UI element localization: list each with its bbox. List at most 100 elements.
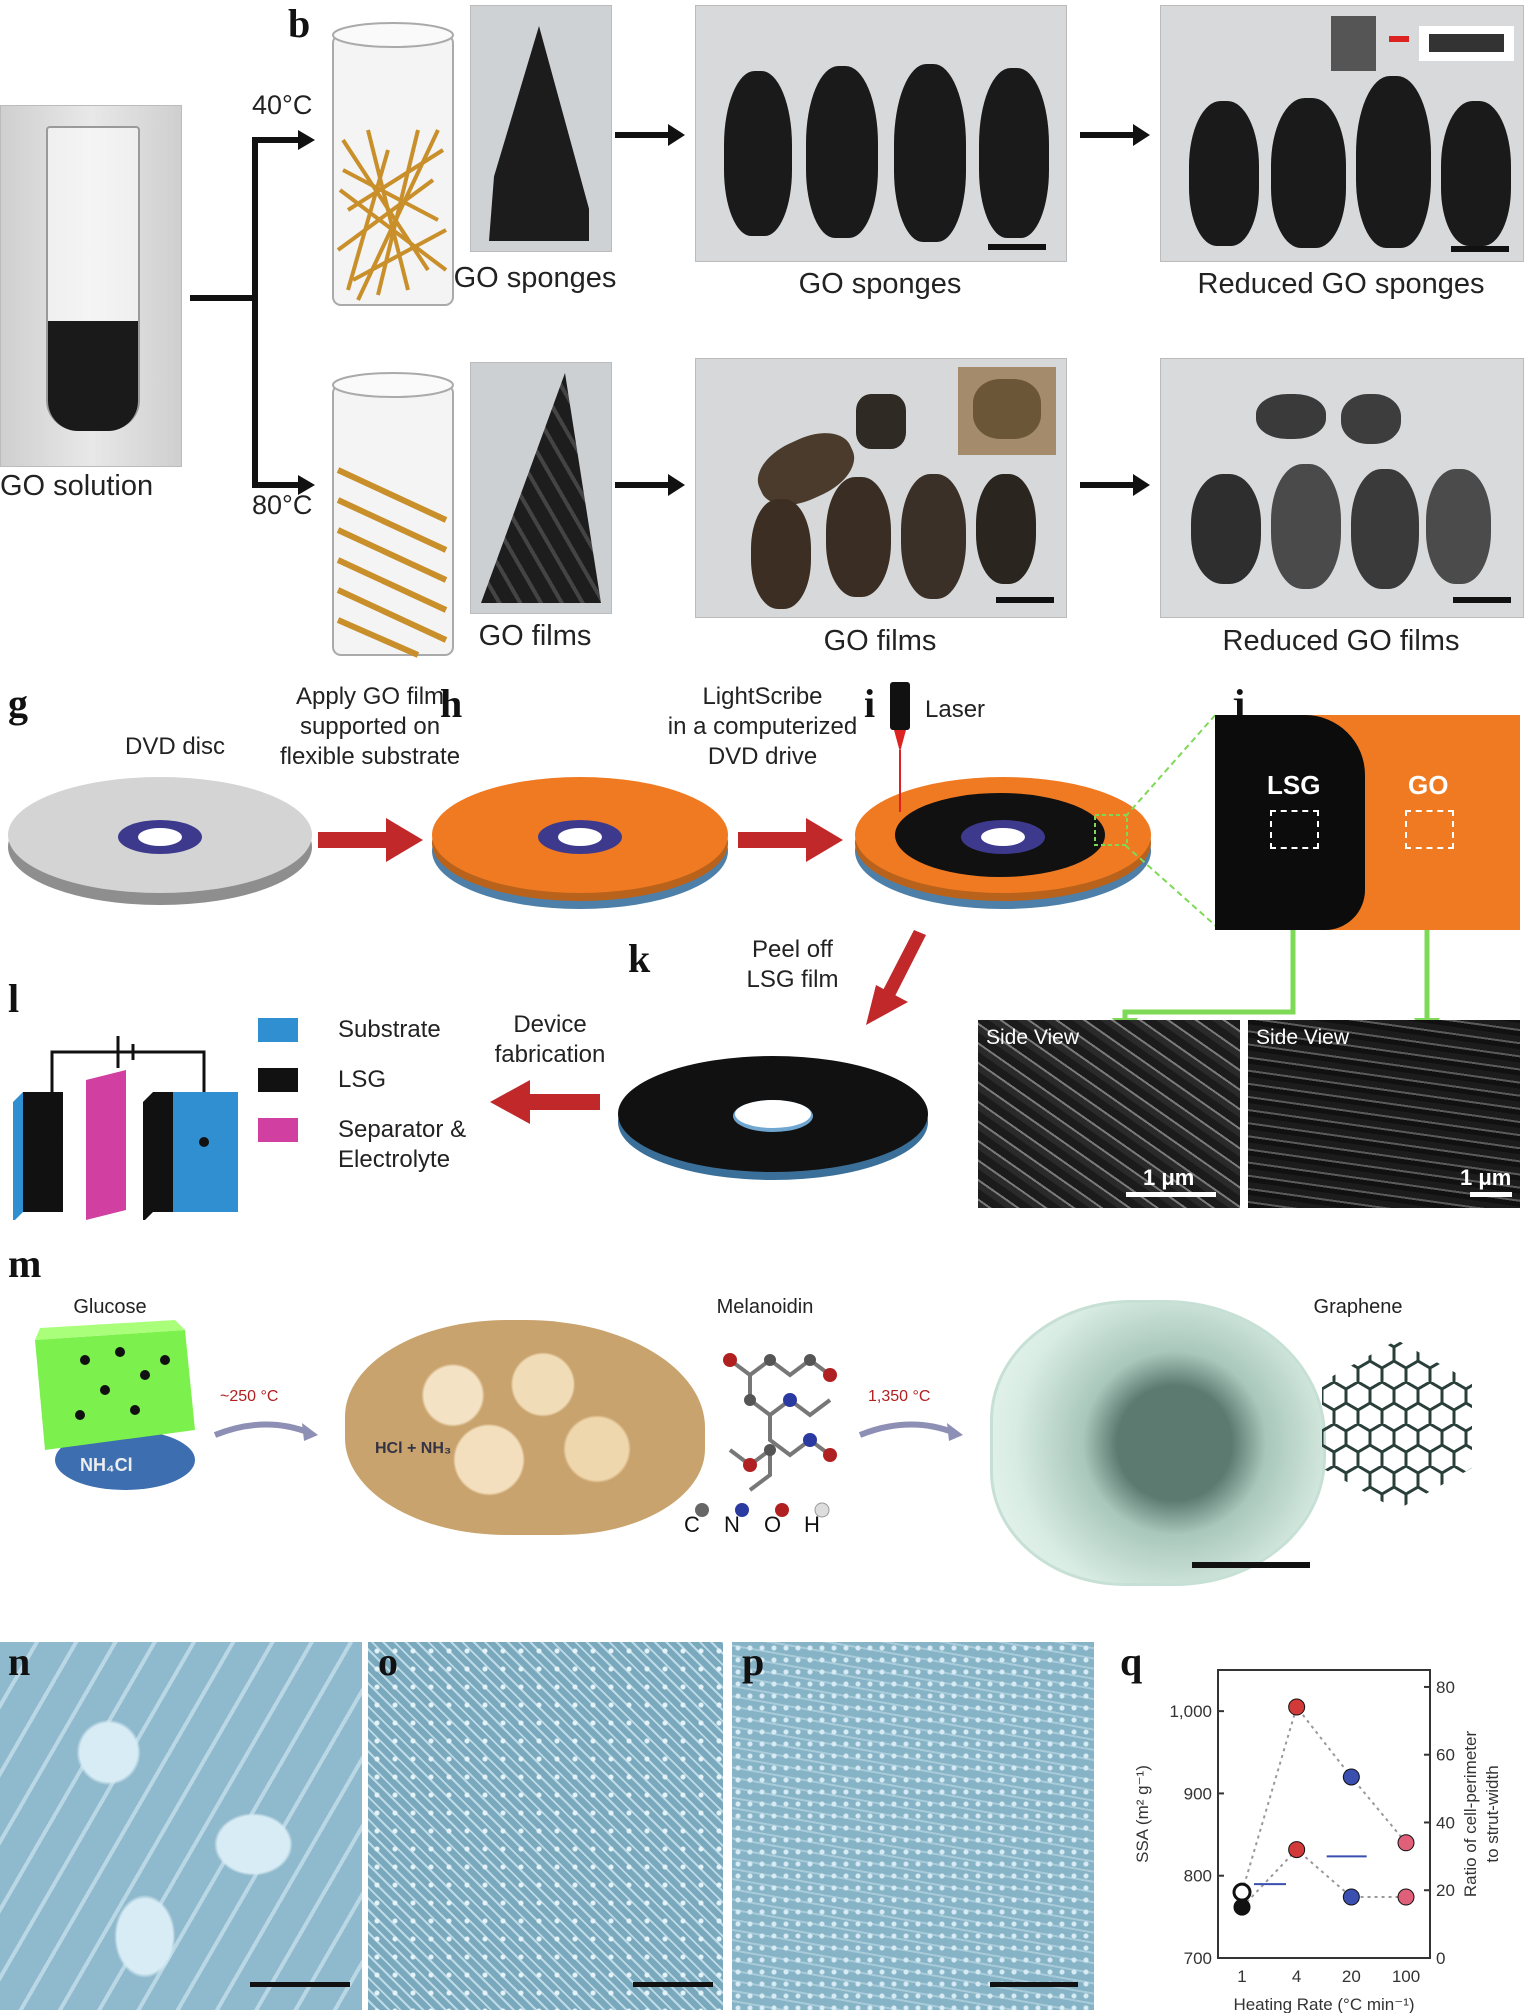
zoom-lines (1125, 712, 1218, 928)
arrow-foam-to-graphene (858, 1421, 963, 1441)
scale-bar-c (988, 244, 1046, 250)
label-lsg: LSG (1267, 770, 1321, 800)
go-film-vial-photo (470, 362, 612, 614)
label-temp-1350: 1,350 °C (868, 1388, 931, 1405)
label-temp-250: ~250 °C (220, 1388, 279, 1405)
label-nh4cl: NH₄Cl (80, 1455, 133, 1475)
x-tick-label: 20 (1342, 1967, 1361, 1986)
scale-bar-d (996, 597, 1054, 603)
laser-icon (890, 682, 910, 812)
legend-separator-electrolyte: Separator &Electrolyte (338, 1116, 467, 1173)
glucose-block-illustration (35, 1320, 195, 1490)
y-tick-label: 900 (1184, 1784, 1212, 1803)
arrow-glucose-to-foam (213, 1421, 318, 1441)
y2-tick-label: 80 (1436, 1678, 1455, 1697)
graphene-lattice-illustration (1322, 1340, 1472, 1510)
supercapacitor-device-illustration (13, 1036, 238, 1220)
data-point-right (1397, 1888, 1415, 1906)
sem-go-side-view: Side View 1 μm (1248, 1020, 1520, 1208)
go-sponges-photo (695, 5, 1067, 262)
x-tick-label: 1 (1237, 1967, 1246, 1986)
panel-label-m: m (8, 1241, 42, 1286)
series-line-right (1241, 1848, 1406, 1908)
label-laser: Laser (925, 696, 986, 723)
data-point-right (1288, 1841, 1306, 1859)
sem-image-p (732, 1642, 1094, 2010)
caption-go-solution: GO solution (0, 470, 154, 502)
arrow-c-to-e (1080, 124, 1150, 146)
x-axis-title: Heating Rate (°C min⁻¹) (1233, 1995, 1414, 2013)
y2-tick-label: 20 (1436, 1881, 1455, 1900)
arrow-b-to-c (615, 124, 685, 146)
y-tick-label: 700 (1184, 1949, 1212, 1968)
scale-bar-o (633, 1982, 713, 1987)
chart-q-frame (1217, 1669, 1431, 1959)
panel-label-q: q (1120, 1639, 1143, 1684)
caption-reduced-go-sponges: Reduced GO sponges (1197, 268, 1485, 300)
sem-lsg-side-view: Side View 1 μm (978, 1020, 1240, 1208)
reduced-go-sponges-photo (1160, 5, 1524, 262)
panel-label-n: n (8, 1639, 31, 1684)
arrow-g-to-h (318, 818, 423, 862)
x-tick-label: 4 (1292, 1967, 1301, 1986)
data-point-left (1232, 1882, 1252, 1902)
element-c: C (684, 1512, 700, 1537)
inset-ruler-photo (1419, 26, 1514, 61)
scale-bar-f (1453, 597, 1511, 603)
data-point-left (1288, 1698, 1306, 1716)
panel-label-l: l (8, 976, 20, 1021)
arrow-h-to-i (738, 818, 843, 862)
label-melanoidin: Melanoidin (716, 1296, 814, 1318)
temp-40-label: 40°C (252, 90, 313, 120)
label-dvd-disc: DVD disc (124, 733, 226, 760)
legend-substrate: Substrate (338, 1016, 441, 1043)
caption-go-sponges-c: GO sponges (798, 268, 962, 300)
caption-go-films-b: GO films (478, 620, 592, 652)
arrow-b-to-d (615, 474, 685, 496)
graphene-foam-bubble (990, 1300, 1326, 1586)
label-hcl-nh3: HCl + NH₃ (375, 1440, 452, 1457)
y2-axis-title-line2: to strut-width (1483, 1765, 1502, 1862)
data-point-left (1342, 1768, 1360, 1786)
y-axis-title: SSA (m² g⁻¹) (1133, 1765, 1152, 1863)
go-sponge-vial-photo (470, 5, 612, 252)
laser-patterned-disc-illustration (855, 777, 1151, 909)
element-o: O (764, 1512, 782, 1537)
sem-image-o (368, 1642, 723, 2010)
arrow-d-to-f (1080, 474, 1150, 496)
caption-go-films-d: GO films (823, 625, 937, 657)
y-tick-label: 800 (1184, 1867, 1212, 1886)
go-films-photo (695, 358, 1067, 618)
caption-reduced-go-films: Reduced GO films (1222, 625, 1460, 657)
caption-go-sponges-b: GO sponges (453, 262, 617, 294)
scale-bar-n (250, 1982, 350, 1987)
scale-bar-m (1192, 1562, 1310, 1568)
label-glucose: Glucose (73, 1296, 147, 1318)
legend-separator-swatch (258, 1118, 298, 1142)
go-solution-photo (0, 105, 182, 467)
lsg-film-ring-illustration (618, 1056, 928, 1180)
go-coated-disc-illustration (432, 777, 728, 909)
y-tick-label: 1,000 (1169, 1702, 1212, 1721)
panel-label-h: h (440, 681, 463, 726)
scale-label-lsg: 1 μm (1143, 1165, 1195, 1190)
panel-label-k: k (628, 936, 651, 981)
label-graphene: Graphene (1313, 1296, 1403, 1318)
temp-80-label: 80°C (252, 490, 313, 520)
lsg-go-boundary-panel: LSG GO (1215, 715, 1520, 930)
y2-tick-label: 60 (1436, 1746, 1455, 1765)
dvd-disc-illustration (8, 777, 312, 905)
label-side-view-lsg: Side View (986, 1026, 1080, 1049)
beaker-sponge-illustration (332, 22, 454, 306)
scale-bar-e (1451, 246, 1509, 252)
label-go: GO (1408, 770, 1449, 800)
x-tick-label: 100 (1392, 1967, 1420, 1986)
data-point-right (1233, 1898, 1251, 1916)
y2-axis-title-line1: Ratio of cell-perimeter (1461, 1731, 1480, 1898)
y2-tick-label: 0 (1436, 1949, 1445, 1968)
